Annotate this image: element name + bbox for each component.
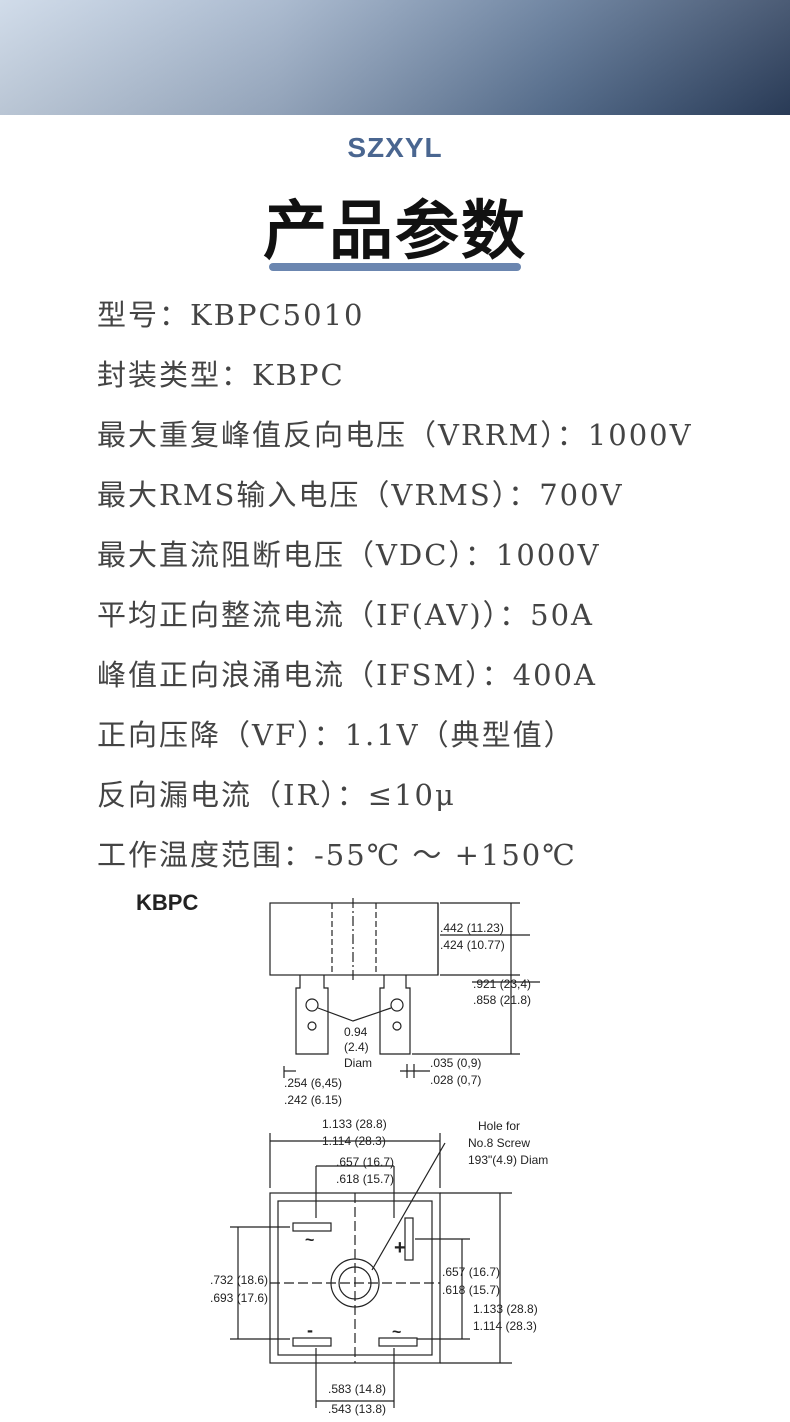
param-ifav: 平均正向整流电流（IF(AV)）：50A [97,598,594,632]
dim-thick-a: .035 (0,9) [430,1056,481,1070]
param-vf: 正向压降（VF）：1.1V（典型值） [97,718,575,752]
dim-w-b: 1.114 (28.3) [322,1134,386,1148]
side-view-body [269,902,439,976]
dim-thick-b: .028 (0,7) [430,1073,481,1087]
param-model: 型号：KBPC5010 [97,298,365,332]
dim-left-a: .732 (18.6) [210,1273,268,1287]
dim-rh-a: 1.133 (28.8) [473,1302,538,1316]
terminal-minus: - [307,1320,313,1340]
param-temp: 工作温度范围：-55℃ ～ +150℃ [97,838,577,872]
dim-w-a: 1.133 (28.8) [322,1117,387,1131]
dim-diam-b: (2.4) [344,1040,369,1054]
page-title: 产品参数 [263,195,527,269]
dim-right-a: .657 (16.7) [442,1265,500,1279]
param-package: 封装类型：KBPC [97,358,345,392]
package-drawing: KBPC .442 (11.23) .424 (10.77) .921 (23,… [100,878,700,1418]
dim-h2b: .858 (21.8) [473,993,531,1007]
hole-label-b: No.8 Screw [468,1136,530,1150]
terminal-plus: + [394,1237,406,1259]
dim-rh-b: 1.114 (28.3) [473,1319,537,1333]
dim-lead-b: .242 (6.15) [284,1093,342,1107]
dim-lead-a: .254 (6,45) [284,1076,342,1090]
dim-bot-a: .583 (14.8) [328,1382,386,1396]
dim-h1a: .442 (11.23) [440,921,504,935]
dim-h1b: .424 (10.77) [440,938,505,952]
param-ir: 反向漏电流（IR）：≤10μ [97,778,456,812]
dim-left-b: .693 (17.6) [210,1291,268,1305]
dim-right-b: .618 (15.7) [442,1283,500,1297]
dim-h2a: .921 (23,4) [473,977,531,991]
param-vrms: 最大RMS输入电压（VRMS）：700V [97,478,624,512]
brand-name: SZXYL [347,132,443,163]
dim-inner-a: .657 (16.7) [336,1155,394,1169]
dim-inner-b: .618 (15.7) [336,1172,394,1186]
header-banner [0,0,790,115]
terminal-ac-2: ~ [392,1324,401,1341]
dim-diam-a: 0.94 [344,1025,368,1039]
hole-label-a: Hole for [478,1119,520,1133]
dim-diam-c: Diam [344,1056,372,1070]
dim-bot-b: .543 (13.8) [328,1402,386,1416]
title-underline [269,263,521,271]
param-list: 型号：KBPC5010 封装类型：KBPC 最大重复峰值反向电压（VRRM）：1… [97,290,777,890]
param-vdc: 最大直流阻断电压（VDC）：1000V [97,538,601,572]
package-label: KBPC [136,890,198,915]
param-ifsm: 峰值正向浪涌电流（IFSM）：400A [97,658,597,692]
hole-label-c: 193"(4.9) Diam [468,1153,548,1167]
terminal-ac-1: ~ [305,1232,314,1249]
param-vrrm: 最大重复峰值反向电压（VRRM）：1000V [97,418,693,452]
